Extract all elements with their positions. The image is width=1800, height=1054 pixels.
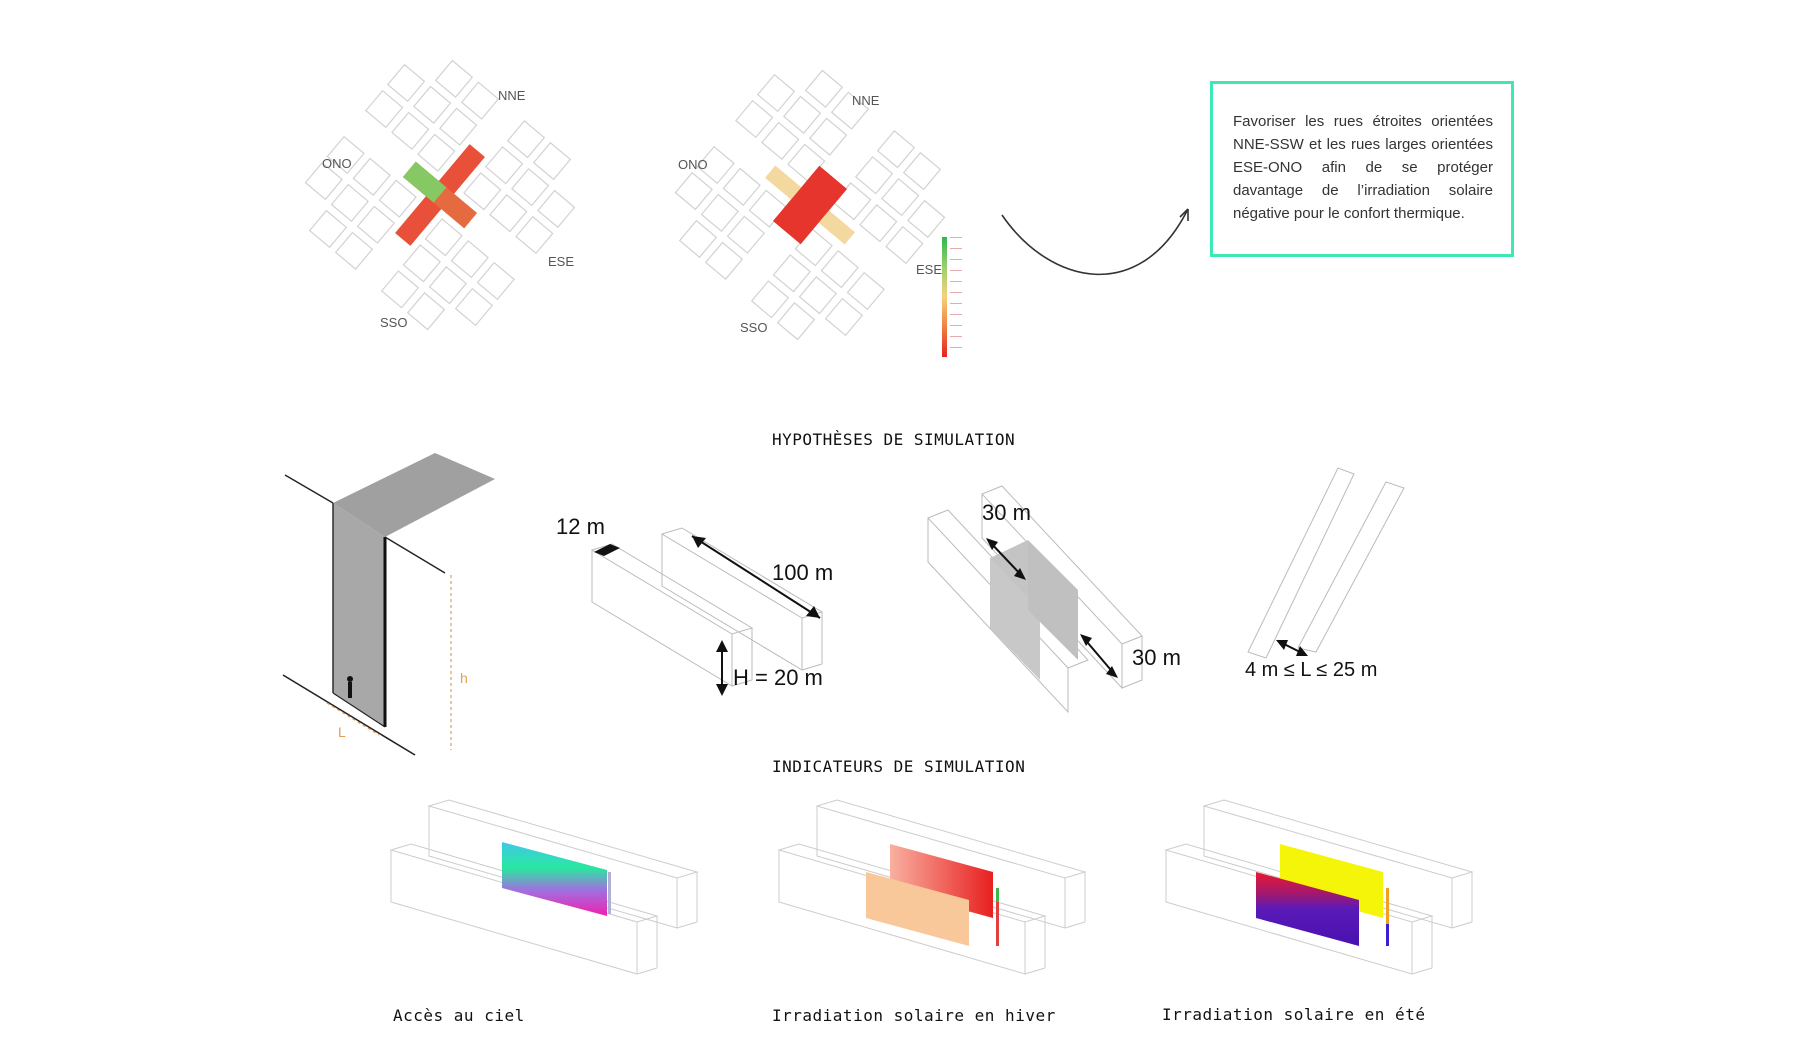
city-block — [425, 219, 462, 256]
caption-summer-irradiation: Irradiation solaire en été — [1162, 1005, 1425, 1024]
city-block — [882, 179, 919, 216]
city-block — [440, 108, 477, 145]
city-block — [408, 293, 445, 330]
city-block — [702, 195, 739, 232]
city-block — [826, 299, 863, 336]
city-block — [534, 143, 571, 180]
city-block — [462, 82, 499, 119]
city-block — [456, 289, 493, 326]
city-block — [538, 191, 575, 228]
city-block — [358, 206, 395, 243]
city-block — [810, 118, 847, 155]
city-block — [908, 201, 945, 238]
caption-sky-access: Accès au ciel — [393, 1006, 525, 1025]
indicator-summer-irradiation — [1160, 800, 1480, 990]
city-block — [752, 281, 789, 318]
city-block — [392, 113, 429, 150]
urban-grid-2 — [660, 65, 990, 375]
city-block — [784, 97, 821, 134]
city-block — [878, 131, 915, 168]
color-scale-legend — [942, 237, 947, 357]
city-block — [353, 159, 390, 196]
recommendation-callout: Favoriser les rues étroites orientées NN… — [1210, 81, 1514, 257]
label-nne: NNE — [852, 93, 879, 108]
street-canyon-section — [275, 445, 505, 745]
label-ese: ESE — [916, 262, 942, 277]
section-title-indicateurs: INDICATEURS DE SIMULATION — [772, 757, 1025, 776]
panel-spacing-diagram — [920, 480, 1160, 700]
city-block — [728, 216, 765, 253]
street-width-diagram — [1240, 462, 1440, 662]
city-block — [486, 147, 523, 184]
city-block — [332, 185, 369, 222]
panel-spacing-label: 30 m — [1132, 645, 1181, 671]
city-block — [516, 217, 553, 254]
caption-winter-irradiation: Irradiation solaire en hiver — [772, 1006, 1056, 1025]
city-block — [856, 157, 893, 194]
city-block — [706, 242, 743, 279]
city-block — [821, 251, 858, 288]
city-block — [762, 123, 799, 160]
street-width-label: 4 m ≤ L ≤ 25 m — [1245, 659, 1377, 682]
city-block — [418, 134, 455, 171]
label-ono: ONO — [678, 157, 708, 172]
city-block — [778, 303, 815, 340]
city-block — [451, 241, 488, 278]
city-block — [774, 255, 811, 292]
city-block — [508, 121, 545, 158]
label-sso: SSO — [740, 320, 767, 335]
winter-irradiation-model — [773, 800, 1093, 990]
width-label: L — [338, 724, 346, 740]
map-orientation-1: NNE ONO ESE SSO — [300, 60, 620, 360]
city-block — [806, 70, 843, 107]
label-ono: ONO — [322, 156, 352, 171]
label-sso: SSO — [380, 315, 407, 330]
city-block — [310, 211, 347, 248]
indicator-sky-access — [385, 800, 705, 990]
city-block — [379, 180, 416, 217]
city-block — [736, 101, 773, 138]
urban-grid-1 — [300, 60, 620, 360]
map-orientation-2: NNE ONO ESE SSO — [660, 65, 990, 375]
city-block — [436, 60, 473, 97]
city-block — [512, 169, 549, 206]
city-block — [680, 221, 717, 258]
city-block — [336, 232, 373, 269]
city-block — [404, 245, 441, 282]
legend-ticks — [950, 237, 962, 357]
city-block — [800, 277, 837, 314]
city-block — [477, 263, 514, 300]
city-block — [847, 273, 884, 310]
sky-access-model — [385, 800, 705, 990]
city-block — [860, 205, 897, 242]
city-block — [675, 173, 712, 210]
indicator-winter-irradiation — [773, 800, 1093, 990]
block-height-label: H = 20 m — [733, 665, 823, 691]
panel-width-label: 30 m — [982, 500, 1031, 526]
city-block — [430, 267, 467, 304]
city-block — [382, 271, 419, 308]
city-block — [758, 75, 795, 112]
city-block — [414, 87, 451, 124]
city-block — [388, 65, 425, 102]
city-block — [464, 173, 501, 210]
city-block — [904, 153, 941, 190]
curved-arrow-icon — [990, 195, 1190, 315]
summer-irradiation-model — [1160, 800, 1480, 990]
city-block — [886, 227, 923, 264]
city-block — [366, 91, 403, 128]
city-block — [723, 169, 760, 206]
block-length-label: 100 m — [772, 560, 833, 586]
section-title-hypotheses: HYPOTHÈSES DE SIMULATION — [772, 430, 1015, 449]
label-ese: ESE — [548, 254, 574, 269]
height-label: h — [460, 670, 468, 686]
city-block — [490, 195, 527, 232]
block-width-label: 12 m — [556, 514, 605, 540]
label-nne: NNE — [498, 88, 525, 103]
